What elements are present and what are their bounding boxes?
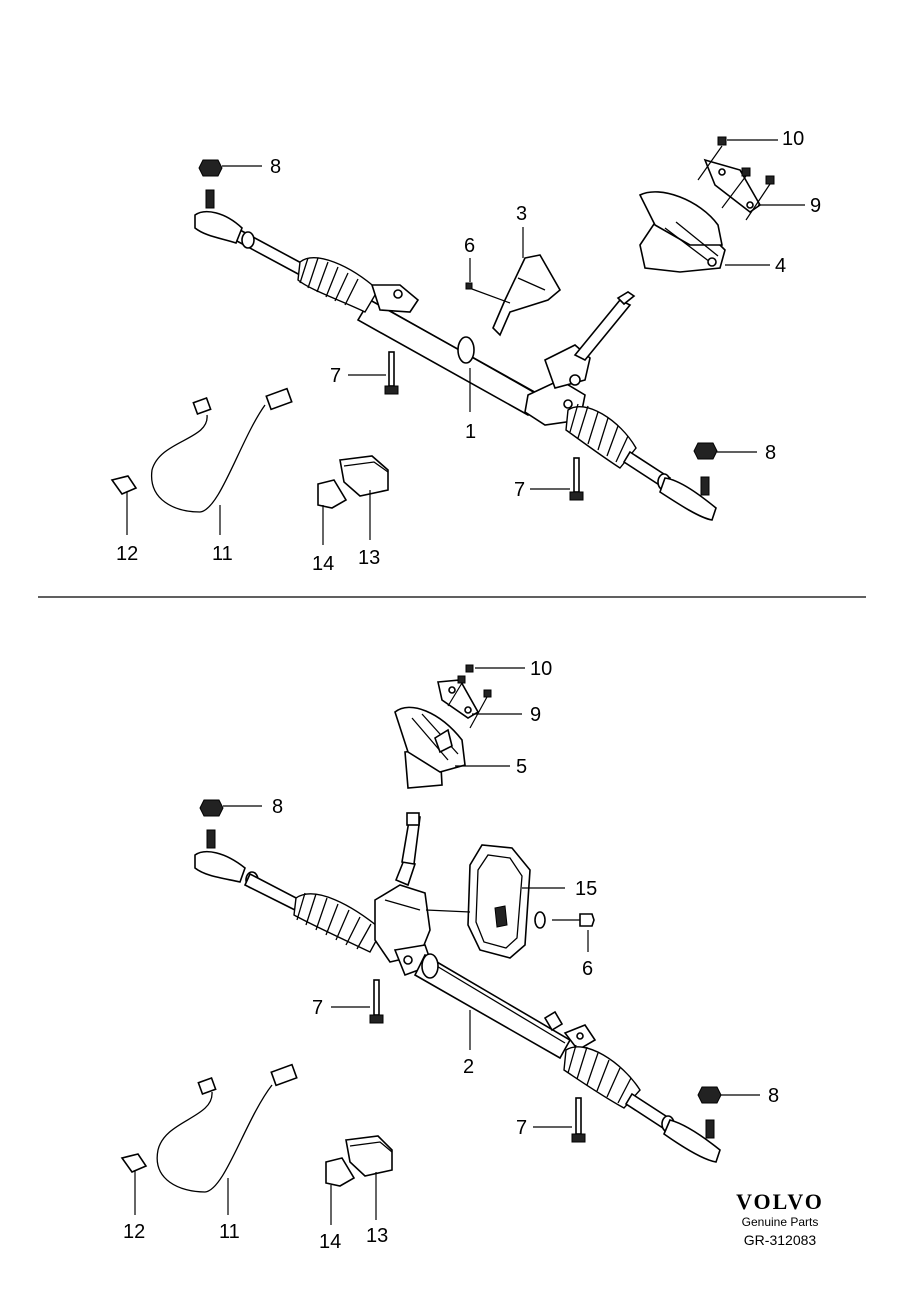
callout-upper-nut-left: 8 [270,156,281,178]
upper-module-bracket[interactable] [317,479,348,509]
lower-control-module[interactable] [345,1135,393,1177]
lower-nut-right[interactable] [697,1086,722,1139]
lower-heat-shield[interactable] [467,844,531,959]
callout-lower-module-bracket: 14 [319,1231,341,1253]
callout-lower-bolt-right: 7 [516,1117,527,1139]
lower-bolt-right[interactable] [571,1097,586,1143]
lower-small-nuts[interactable] [447,664,492,729]
callout-upper-small-nut: 10 [782,128,804,150]
brand-block: VOLVO Genuine Parts GR-312083 [720,1190,840,1250]
upper-callouts: 8 10 9 4 3 6 7 1 8 7 12 11 14 13 [116,128,821,575]
lower-module-bracket[interactable] [325,1157,356,1187]
callout-upper-module-bracket: 14 [312,553,334,575]
lower-nut-left[interactable] [199,799,224,849]
callout-lower-heat-shield: 15 [575,878,597,900]
volvo-logo: VOLVO [736,1189,824,1214]
lower-bolt-left[interactable] [369,979,384,1024]
lower-screw[interactable] [534,911,595,929]
callout-lower-gasket-plate: 9 [530,704,541,726]
upper-bolt-right[interactable] [569,457,584,501]
upper-control-module[interactable] [339,455,389,497]
callout-lower-cable-harness: 11 [219,1221,240,1243]
lower-gasket-plate[interactable] [437,679,480,719]
lower-callouts: 10 9 5 8 15 6 7 2 8 7 12 11 14 13 [123,658,779,1253]
callout-lower-screw: 6 [582,958,593,980]
callout-upper-steering-gear: 1 [465,421,476,443]
callout-lower-steering-gear: 2 [463,1056,474,1078]
lower-column-unit[interactable] [394,706,466,789]
upper-gasket-plate[interactable] [703,158,762,213]
upper-small-nuts[interactable] [697,136,775,221]
lower-leader-lines [134,667,760,1225]
lower-cable-harness[interactable] [156,1063,298,1193]
upper-screw[interactable] [465,282,511,304]
callout-upper-control-module: 13 [358,547,380,569]
illustration-code: GR-312083 [743,1232,817,1248]
lower-clip[interactable] [120,1153,148,1173]
callout-lower-column-unit: 5 [516,756,527,778]
callout-upper-bracket: 3 [516,203,527,225]
callout-lower-control-module: 13 [366,1225,388,1247]
upper-column-unit[interactable] [638,191,726,273]
callout-lower-bolt-left: 7 [312,997,323,1019]
lower-steering-gear[interactable] [194,812,721,1163]
upper-steering-gear[interactable] [194,211,717,521]
brand-tagline: Genuine Parts [741,1215,819,1229]
upper-assembly: 8 10 9 4 3 6 7 1 8 7 12 11 14 13 [110,128,821,575]
lower-assembly: 10 9 5 8 15 6 7 2 8 7 12 11 14 13 [120,658,779,1253]
upper-bracket[interactable] [492,254,562,337]
callout-upper-nut-right: 8 [765,442,776,464]
callout-upper-bolt-right: 7 [514,479,525,501]
upper-clip[interactable] [110,475,138,495]
callout-upper-clip: 12 [116,543,138,565]
callout-upper-bolt-left: 7 [330,365,341,387]
callout-lower-nut-right: 8 [768,1085,779,1107]
callout-upper-cable-harness: 11 [212,543,233,565]
callout-lower-nut-left: 8 [272,796,283,818]
upper-nut-right[interactable] [693,442,718,496]
callout-lower-small-nut: 10 [530,658,552,680]
upper-nut-left[interactable] [198,159,223,209]
callout-upper-gasket-plate: 9 [810,195,821,217]
upper-bolt-left[interactable] [384,351,399,395]
callout-upper-column-unit: 4 [775,255,786,277]
callout-upper-screw: 6 [464,235,475,257]
upper-leader-lines [126,139,805,545]
upper-cable-harness[interactable] [151,387,293,513]
callout-lower-clip: 12 [123,1221,145,1243]
